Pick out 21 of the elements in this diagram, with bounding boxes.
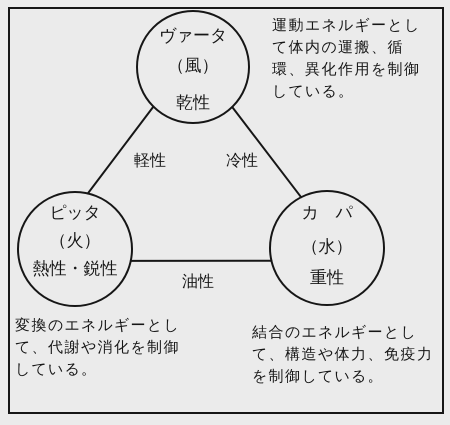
quality-label: 重性: [310, 268, 344, 288]
element-label: （風）: [168, 56, 218, 76]
circle-node: [17, 191, 133, 307]
circle-node: [136, 10, 250, 124]
connector-line: [130, 260, 272, 262]
quality-label: 熱性・鋭性: [32, 258, 118, 280]
circle-node: [269, 190, 385, 306]
quality-label: 乾性: [176, 92, 210, 114]
description-text: 結合のエネルギーとして、構造や体力、免疫力を制御している。: [252, 322, 434, 387]
edge-label: 冷性: [224, 150, 260, 170]
edge-label: 油性: [180, 271, 216, 291]
dosha-name: カ パ: [302, 202, 352, 224]
dosha-name: ヴァータ: [159, 26, 227, 46]
element-label: （水）: [302, 236, 352, 258]
element-label: （火）: [50, 230, 100, 252]
connector-line: [86, 106, 154, 194]
connector-line: [231, 106, 302, 198]
description-text: 変換のエネルギーとして、代謝や消化を制御している。: [15, 315, 181, 380]
edge-label: 軽性: [132, 150, 168, 170]
description-text: 運動エネルギーとして体内の運搬、循環、異化作用を制御している。: [272, 15, 422, 102]
dosha-name: ピッタ: [50, 202, 100, 224]
